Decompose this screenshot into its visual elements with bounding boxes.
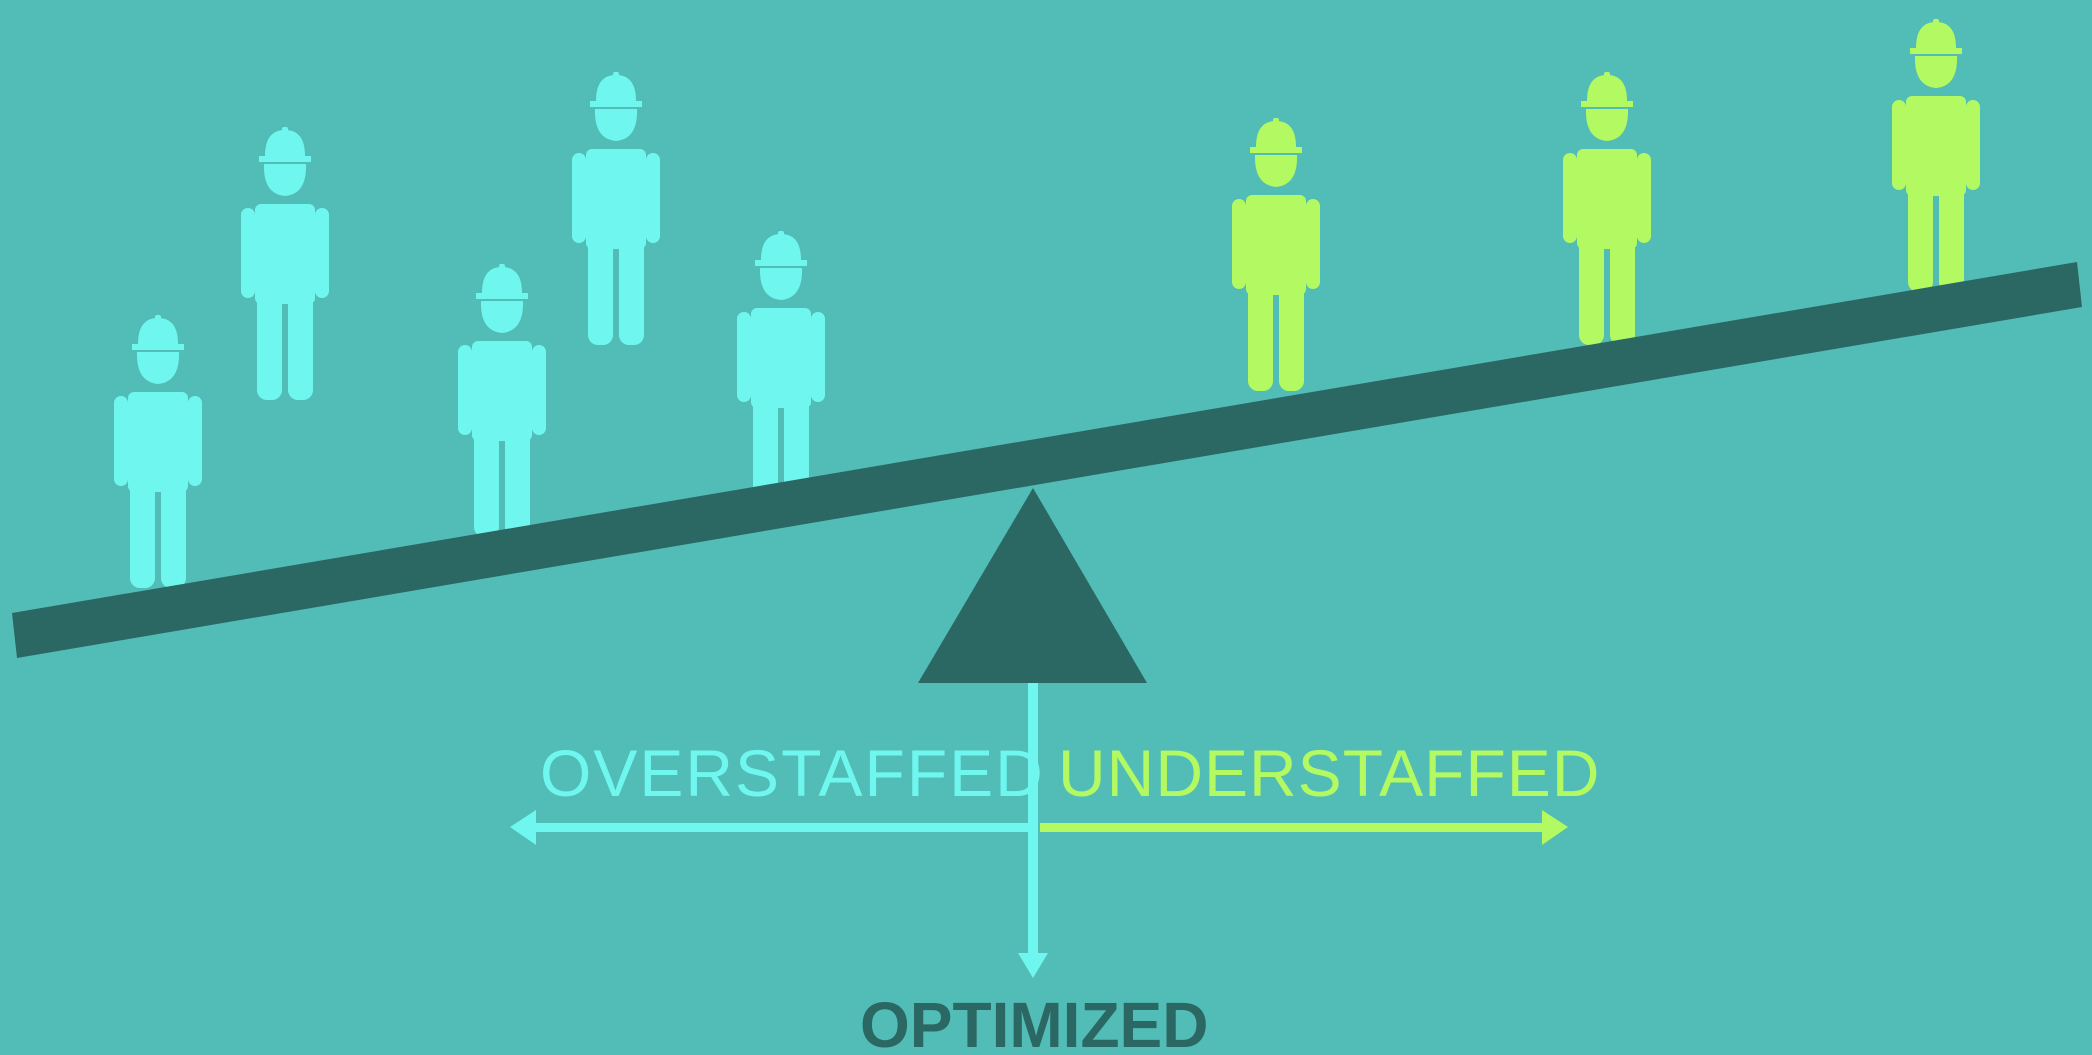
seesaw-beam: [12, 262, 2082, 658]
worker-icon: [737, 231, 825, 504]
optimized-arrow: [1018, 683, 1048, 978]
overstaffed-label: OVERSTAFFED: [540, 736, 1045, 810]
worker-icon: [458, 264, 546, 537]
overstaffed-arrow: [510, 810, 1030, 845]
worker-icon: [114, 315, 202, 588]
understaffed-label: UNDERSTAFFED: [1058, 736, 1601, 810]
optimized-label: OPTIMIZED: [860, 989, 1209, 1055]
fulcrum-triangle: [918, 488, 1147, 683]
worker-icon: [241, 127, 329, 400]
worker-icon: [1563, 72, 1651, 345]
understaffed-arrow: [1040, 810, 1568, 845]
worker-icon: [1892, 19, 1980, 292]
worker-icon: [1232, 118, 1320, 391]
worker-icon: [572, 72, 660, 345]
